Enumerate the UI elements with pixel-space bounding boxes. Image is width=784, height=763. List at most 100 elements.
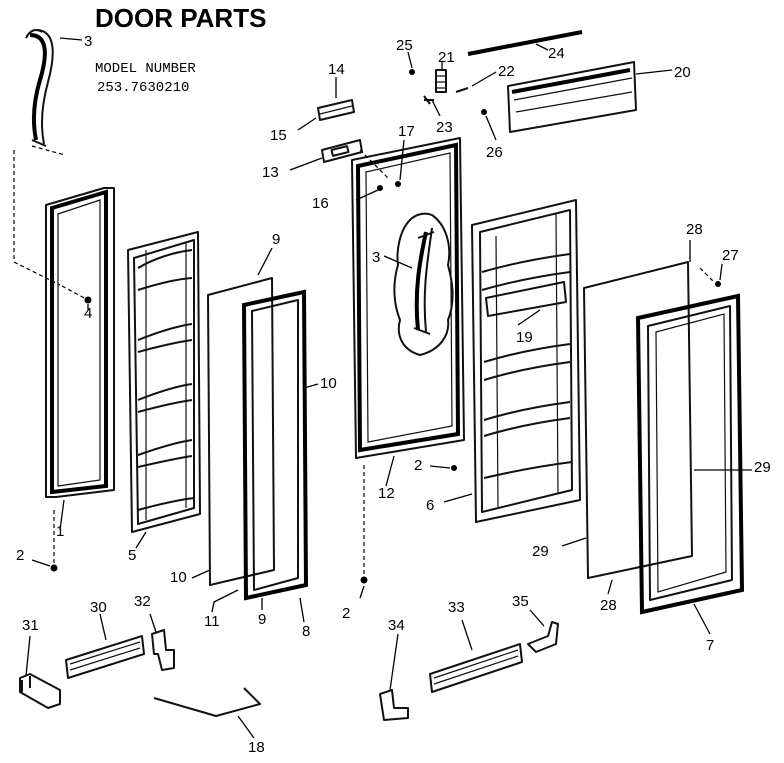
leader-19 bbox=[517, 309, 541, 326]
label-31: 31 bbox=[22, 617, 39, 634]
label-27: 27 bbox=[722, 247, 739, 264]
leader-17 bbox=[399, 139, 405, 181]
hinge-plate-35 bbox=[527, 621, 559, 653]
leader-11 bbox=[211, 589, 239, 613]
leader-31 bbox=[25, 635, 31, 677]
leader-3a bbox=[59, 37, 83, 41]
leader-30 bbox=[99, 613, 107, 641]
screw-17 bbox=[395, 181, 401, 187]
label-9b: 9 bbox=[258, 611, 266, 628]
fresh-food-inner-panel bbox=[583, 261, 693, 579]
leader-8 bbox=[299, 597, 305, 623]
label-3a: 3 bbox=[84, 33, 92, 50]
leader-33 bbox=[461, 619, 473, 651]
label-12: 12 bbox=[378, 485, 395, 502]
leader-13 bbox=[289, 157, 323, 171]
leader-2a bbox=[31, 559, 51, 567]
guide-line-handle bbox=[31, 145, 66, 156]
fresh-food-door-outer-panel bbox=[351, 137, 465, 459]
leader-6 bbox=[443, 493, 473, 503]
leader-1 bbox=[59, 499, 65, 531]
leader-9a bbox=[257, 247, 273, 276]
leader-22 bbox=[471, 71, 497, 87]
label-30: 30 bbox=[90, 599, 107, 616]
fresh-food-door-liner bbox=[471, 199, 581, 523]
leader-32 bbox=[149, 613, 157, 633]
leader-2c bbox=[359, 585, 365, 599]
trim-clip-21 bbox=[435, 69, 447, 93]
guide-line-left bbox=[13, 150, 61, 286]
leader-34 bbox=[389, 633, 399, 691]
leader-27 bbox=[719, 263, 723, 281]
leader-5 bbox=[135, 531, 147, 549]
label-15: 15 bbox=[270, 127, 287, 144]
label-14: 14 bbox=[328, 61, 345, 78]
label-5: 5 bbox=[128, 547, 136, 564]
screw-27 bbox=[715, 281, 721, 287]
hinge-rail-33 bbox=[429, 643, 523, 693]
label-25: 25 bbox=[396, 37, 413, 54]
label-2a: 2 bbox=[16, 547, 24, 564]
freezer-inner-panel bbox=[207, 277, 275, 586]
label-24: 24 bbox=[548, 45, 565, 62]
label-10a: 10 bbox=[320, 375, 337, 392]
hinge-bracket-31 bbox=[19, 673, 61, 709]
screw-16 bbox=[377, 185, 383, 191]
label-17: 17 bbox=[398, 123, 415, 140]
handle-left bbox=[25, 29, 54, 147]
freezer-door-outer-panel bbox=[45, 187, 115, 498]
label-8: 8 bbox=[302, 623, 310, 640]
leader-29b bbox=[561, 537, 587, 547]
guide-line-4 bbox=[61, 285, 89, 301]
screw-26 bbox=[481, 109, 487, 115]
label-23: 23 bbox=[436, 119, 453, 136]
spring-22 bbox=[455, 87, 469, 93]
leader-20 bbox=[635, 69, 673, 75]
leader-15 bbox=[297, 117, 317, 131]
leader-25 bbox=[407, 51, 413, 69]
hinge-pin-2c bbox=[360, 576, 368, 584]
leader-2b bbox=[429, 465, 451, 469]
leader-3b bbox=[383, 255, 413, 269]
leader-18 bbox=[237, 715, 255, 739]
hinge-clip-32 bbox=[151, 629, 175, 671]
label-7: 7 bbox=[706, 637, 714, 654]
leader-12 bbox=[385, 455, 395, 487]
label-34: 34 bbox=[388, 617, 405, 634]
label-16: 16 bbox=[312, 195, 329, 212]
door-stop-wire-18 bbox=[153, 687, 261, 717]
label-28b: 28 bbox=[600, 597, 617, 614]
label-1: 1 bbox=[56, 523, 64, 540]
door-cutaway bbox=[393, 212, 454, 356]
label-26: 26 bbox=[486, 144, 503, 161]
guide-line-27 bbox=[699, 267, 715, 283]
label-4: 4 bbox=[84, 305, 92, 322]
label-21: 21 bbox=[438, 49, 455, 66]
freezer-door-liner bbox=[127, 231, 201, 533]
leader-28b bbox=[607, 579, 613, 595]
label-28a: 28 bbox=[686, 221, 703, 238]
label-10b: 10 bbox=[170, 569, 187, 586]
hinge-shim-14 bbox=[317, 99, 355, 121]
leader-24 bbox=[535, 43, 549, 51]
label-11: 11 bbox=[204, 613, 220, 630]
leader-7 bbox=[693, 603, 711, 635]
freezer-door-gasket bbox=[241, 289, 309, 601]
model-number-label: MODEL NUMBER bbox=[95, 61, 196, 77]
hinge-rail-30 bbox=[65, 635, 145, 679]
label-29a: 29 bbox=[754, 459, 771, 476]
trim-rod-24 bbox=[467, 30, 583, 56]
label-13: 13 bbox=[262, 164, 279, 181]
screw-25 bbox=[409, 69, 415, 75]
label-2c: 2 bbox=[342, 605, 350, 622]
hinge-pin-2b bbox=[451, 465, 457, 471]
label-18: 18 bbox=[248, 739, 265, 756]
label-22: 22 bbox=[498, 63, 515, 80]
fresh-food-door-gasket bbox=[635, 293, 745, 615]
label-33: 33 bbox=[448, 599, 465, 616]
label-3b: 3 bbox=[372, 249, 380, 266]
leader-10b bbox=[191, 569, 211, 579]
model-number-value: 253.7630210 bbox=[97, 80, 189, 96]
